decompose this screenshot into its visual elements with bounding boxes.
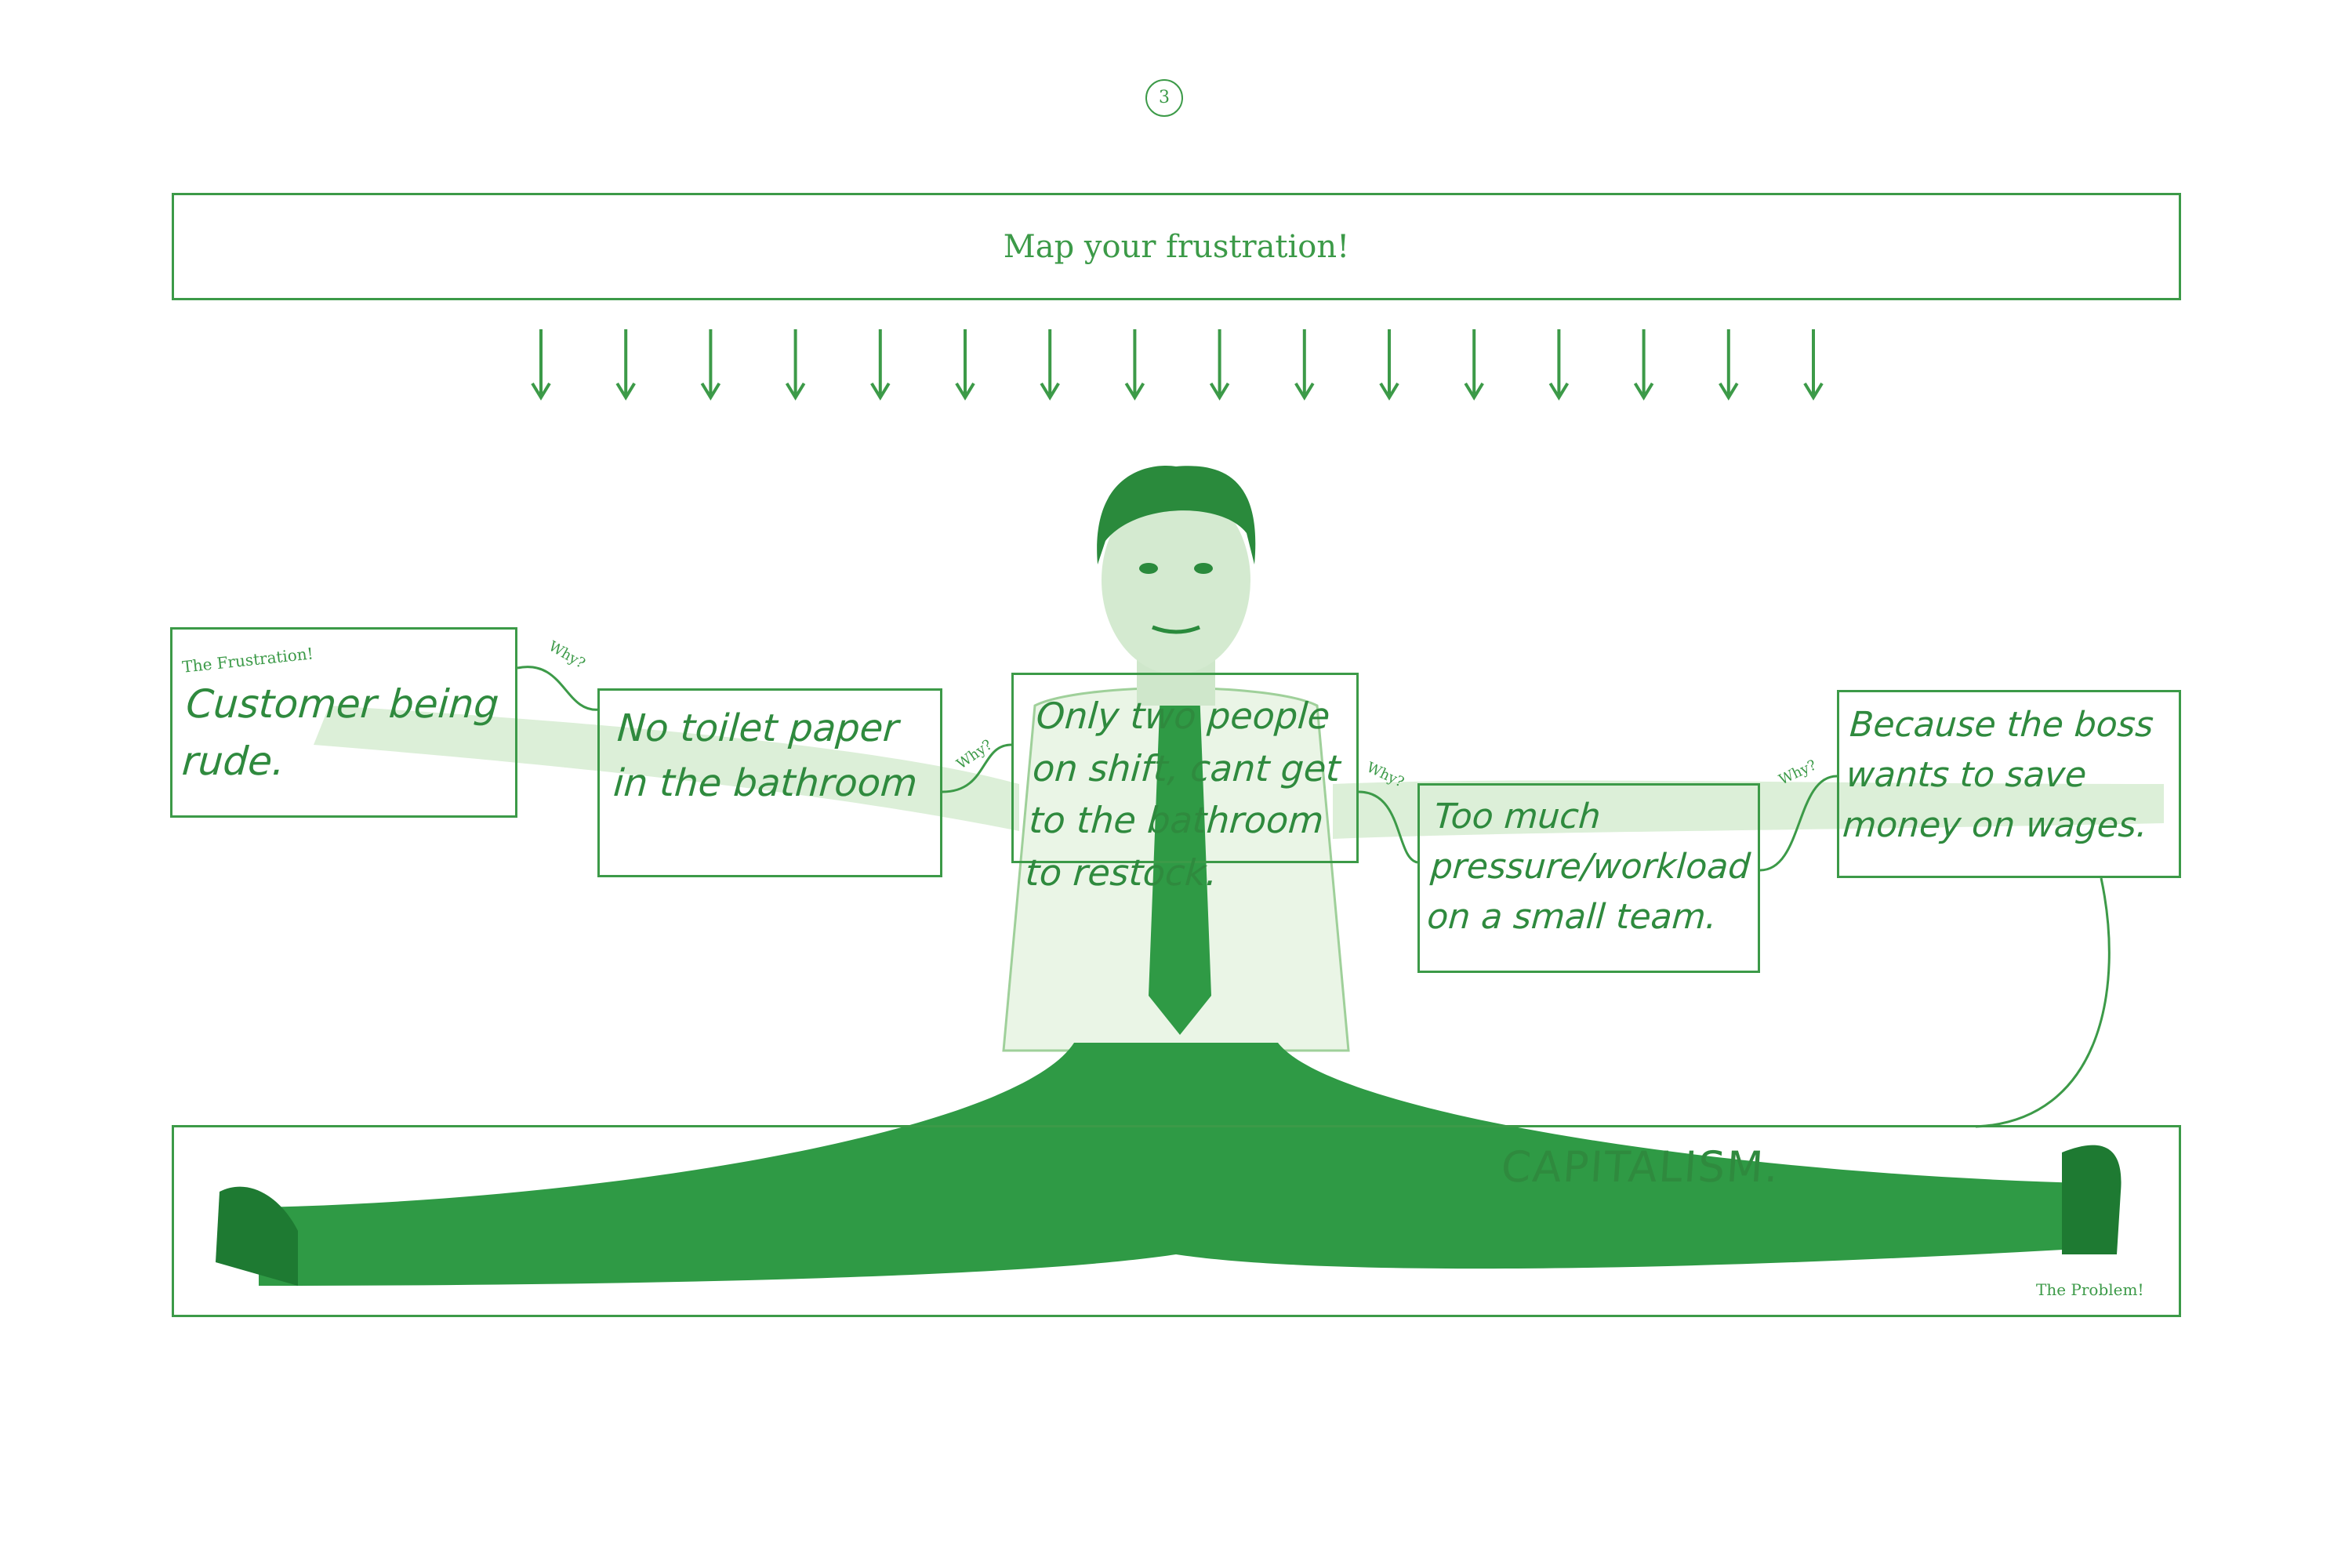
problem-text: CAPITALISM. bbox=[1499, 1142, 1782, 1192]
down-arrow-icon bbox=[1633, 329, 1654, 401]
down-arrow-icon bbox=[1124, 329, 1145, 401]
step-text-3: Too much pressure/workload on a small te… bbox=[1425, 797, 1752, 937]
down-arrow-icon bbox=[700, 329, 721, 401]
step-box-4 bbox=[1837, 690, 2181, 878]
down-arrow-icon bbox=[1379, 329, 1399, 401]
down-arrow-icon bbox=[870, 329, 891, 401]
problem-label: The Problem! bbox=[2036, 1280, 2144, 1299]
frustration-text: Customer being rude. bbox=[180, 681, 501, 784]
page-number: 3 bbox=[1145, 79, 1183, 117]
down-arrow-icon bbox=[1548, 329, 1570, 401]
step-box-1 bbox=[597, 688, 942, 877]
step-box-2 bbox=[1011, 673, 1359, 863]
page-title: Map your frustration! bbox=[1003, 228, 1350, 265]
step-text-1: No toilet paper in the bathroom bbox=[612, 706, 919, 805]
down-arrow-icon bbox=[1719, 329, 1739, 401]
down-arrow-icon bbox=[1294, 329, 1315, 401]
step-box-3 bbox=[1417, 783, 1760, 973]
down-arrow-icon bbox=[1464, 329, 1484, 401]
down-arrow-icon bbox=[615, 329, 636, 401]
title-box: Map your frustration! bbox=[172, 193, 2181, 300]
down-arrow-icon bbox=[1040, 329, 1060, 401]
down-arrow-icon bbox=[785, 329, 806, 401]
step-text-2: Only two people on shift, cant get to th… bbox=[1024, 695, 1342, 895]
down-arrow-icon bbox=[531, 329, 551, 401]
step-text-4: Because the boss wants to save money on … bbox=[1841, 705, 2155, 845]
down-arrow-icon bbox=[955, 329, 975, 401]
down-arrow-icon bbox=[1209, 329, 1230, 401]
frustration-box bbox=[170, 627, 517, 818]
problem-box bbox=[172, 1125, 2181, 1317]
down-arrow-icon bbox=[1803, 329, 1824, 401]
